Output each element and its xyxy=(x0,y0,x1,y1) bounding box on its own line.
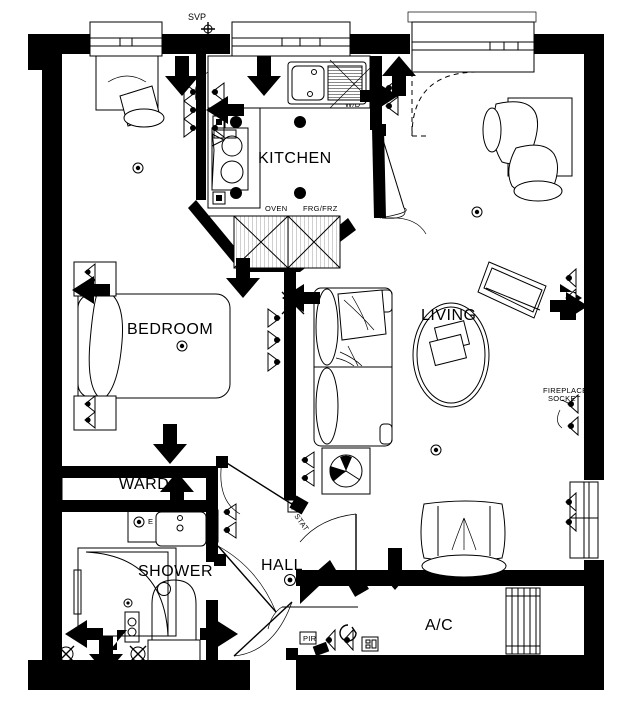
exterior-walls xyxy=(28,34,604,690)
electrical-socket-symbol xyxy=(565,267,577,309)
electrical-socket-symbol xyxy=(301,451,315,487)
pir-sensor-symbol xyxy=(312,641,330,657)
ceiling-light-symbol xyxy=(132,162,144,174)
sofa xyxy=(313,287,393,447)
media-unit xyxy=(477,261,547,319)
kitchen-downlight xyxy=(230,116,242,128)
electrical-socket-symbol xyxy=(385,78,399,116)
coffee-table xyxy=(412,302,490,408)
electrical-socket-symbol xyxy=(287,499,303,513)
electrical-socket-symbol xyxy=(133,516,145,528)
room-label-bedroom: BEDROOM xyxy=(127,321,213,338)
smoke-detector-symbol xyxy=(302,570,320,588)
door-entrance xyxy=(233,601,293,657)
flow-arrows xyxy=(65,56,588,674)
socket-clusters xyxy=(84,78,579,657)
hob-symbol xyxy=(211,127,249,191)
electrical-socket-symbol xyxy=(223,503,237,539)
electrical-socket-symbol xyxy=(212,115,226,205)
windows xyxy=(89,11,599,559)
electrical-socket-symbol xyxy=(183,82,197,138)
door-hinges xyxy=(214,124,386,660)
room-label-ac: A/C xyxy=(425,617,453,634)
ceiling-light-symbol xyxy=(284,574,296,586)
kitchen-fittings xyxy=(207,55,379,269)
kitchen-sink-symbol xyxy=(287,61,367,105)
door-hall-to-living xyxy=(299,513,357,584)
room-label-living: LIVING xyxy=(421,307,476,324)
label-fireplace-socket-line1: FIREPLACE xyxy=(543,386,587,395)
ceiling-light-symbol xyxy=(430,444,442,456)
electrical-socket-symbol xyxy=(325,628,354,652)
ceiling-light-symbol xyxy=(176,340,188,352)
fireplace-socket-symbol xyxy=(557,393,579,437)
kitchen-downlight xyxy=(294,187,306,199)
label-soil-vent-pipe: SVP xyxy=(188,12,206,22)
room-label-shower: SHOWER xyxy=(138,563,213,580)
door-balcony xyxy=(411,71,479,137)
wardrobe xyxy=(61,471,209,503)
electrical-socket-symbol xyxy=(267,308,281,372)
kitchen-downlight xyxy=(294,116,306,128)
label-electric-point: E xyxy=(148,517,153,526)
wc-symbol xyxy=(124,579,201,663)
label-fireplace-socket-line2: SOCKET xyxy=(548,394,581,403)
label-oven: OVEN xyxy=(265,204,287,213)
electrical-socket-symbol xyxy=(84,262,96,430)
window-bedroom-top xyxy=(89,21,163,57)
room-label-hall: HALL xyxy=(261,557,303,574)
door-shower xyxy=(217,545,277,613)
shower-waste xyxy=(123,598,133,608)
hall-symbols xyxy=(284,570,320,588)
kitchen-downlight xyxy=(230,187,242,199)
shower-room-fittings xyxy=(73,509,219,663)
room-label-ward: WARD xyxy=(119,476,169,493)
window-living-top xyxy=(407,11,537,73)
window-kitchen-top xyxy=(231,21,351,57)
misc-symbols xyxy=(194,71,427,235)
living-furniture xyxy=(313,97,573,578)
window-living-right xyxy=(569,481,599,559)
armchair xyxy=(420,500,507,578)
room-label-kitchen: KITCHEN xyxy=(258,150,332,167)
label-pir-sensor: PIR xyxy=(303,634,317,643)
ac-cupboard xyxy=(267,587,541,655)
wall-fixtures xyxy=(57,291,305,663)
electrical-socket-symbol xyxy=(565,491,577,533)
svp-marker xyxy=(201,22,215,36)
ceiling-light-symbol xyxy=(157,582,171,596)
label-fridge-freezer: FRG/FRZ xyxy=(303,204,338,213)
room-labels: KITCHEN BEDROOM LIVING WARD SHOWER HALL … xyxy=(119,150,476,634)
ceiling-light-symbol xyxy=(471,206,483,218)
